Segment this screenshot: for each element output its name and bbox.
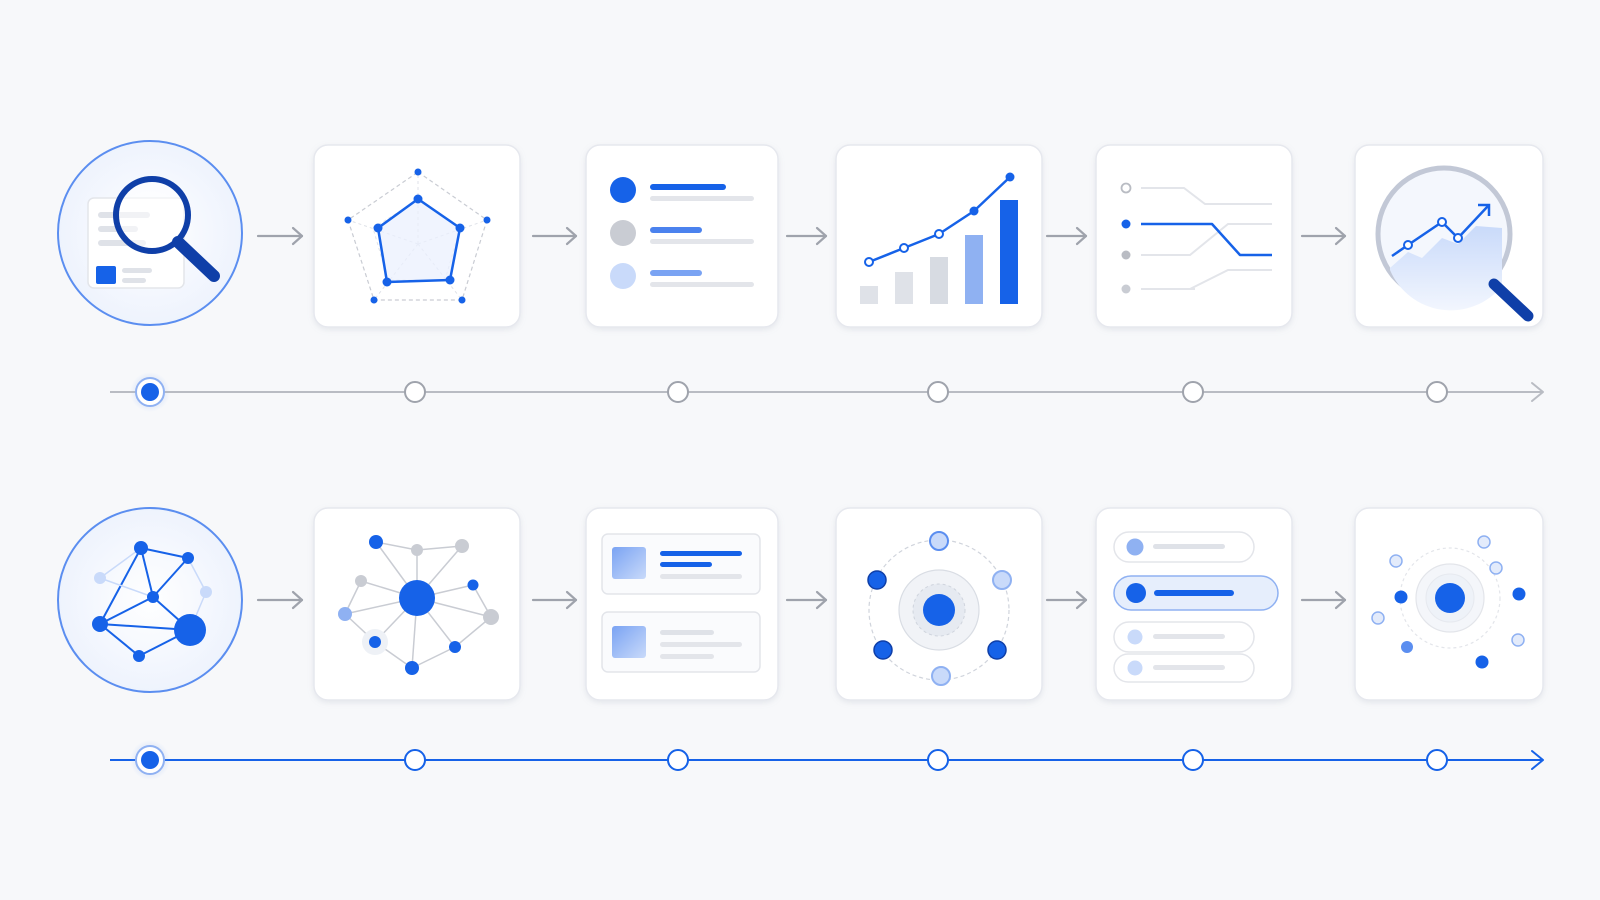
step-arrows xyxy=(256,590,1347,610)
timeline-node[interactable] xyxy=(404,749,426,771)
arrow-right-icon xyxy=(1300,226,1347,246)
orbit-cluster-card xyxy=(835,507,1043,701)
scatter-cluster-icon xyxy=(1371,535,1526,669)
radar-chart-card xyxy=(313,144,521,328)
analysis-flow-row xyxy=(57,140,1544,412)
scatter-cluster-card xyxy=(1354,507,1544,701)
timeline-node[interactable] xyxy=(1426,381,1448,403)
hub-network-icon xyxy=(338,535,499,675)
arrow-right-icon xyxy=(256,590,304,610)
network-graph-icon xyxy=(57,507,243,693)
arrow-right-icon xyxy=(531,590,578,610)
timeline-node[interactable] xyxy=(927,381,949,403)
radar-chart-icon xyxy=(344,168,491,304)
selection-list-icon xyxy=(1113,531,1279,683)
timeline-node[interactable] xyxy=(927,749,949,771)
ranked-list-icon xyxy=(610,177,754,289)
content-cards-icon xyxy=(601,533,761,673)
growth-chart-icon xyxy=(860,172,1018,304)
arrow-right-icon xyxy=(785,226,828,246)
timeline-node[interactable] xyxy=(1182,749,1204,771)
trend-magnifier-icon xyxy=(1375,165,1534,322)
ranking-shift-icon xyxy=(1120,182,1272,294)
arrow-right-icon xyxy=(256,226,304,246)
step-arrows xyxy=(256,226,1347,246)
timeline-analysis xyxy=(110,372,1544,412)
timeline-node[interactable] xyxy=(404,381,426,403)
arrow-right-icon xyxy=(1045,590,1088,610)
growth-chart-card xyxy=(835,144,1043,328)
arrow-right-icon xyxy=(1300,590,1347,610)
arrow-right-icon xyxy=(785,590,828,610)
timeline-node[interactable] xyxy=(1182,381,1204,403)
timeline-network xyxy=(110,740,1544,780)
arrow-right-icon xyxy=(1045,226,1088,246)
document-search-icon xyxy=(57,140,243,326)
ranking-shift-card xyxy=(1095,144,1293,328)
ranked-list-card xyxy=(585,144,779,328)
hub-network-card xyxy=(313,507,521,701)
timeline-node-active[interactable] xyxy=(130,372,170,412)
timeline-node-active[interactable] xyxy=(130,740,170,780)
timeline-node[interactable] xyxy=(667,381,689,403)
network-flow-row xyxy=(57,507,1544,780)
timeline-node[interactable] xyxy=(1426,749,1448,771)
orbit-cluster-icon xyxy=(867,531,1012,686)
timeline-node[interactable] xyxy=(667,749,689,771)
arrow-right-icon xyxy=(531,226,578,246)
selection-list-card xyxy=(1095,507,1293,701)
trend-magnifier-card xyxy=(1354,144,1544,328)
content-cards-card xyxy=(585,507,779,701)
